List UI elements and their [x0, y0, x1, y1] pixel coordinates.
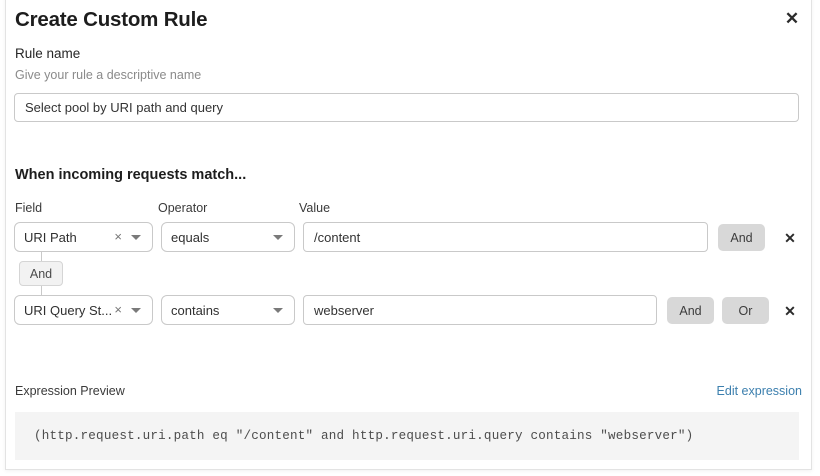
match-section-heading: When incoming requests match...: [15, 167, 247, 183]
and-button-row-2[interactable]: And: [667, 297, 714, 324]
field-select-row-2[interactable]: URI Query St... ×: [14, 295, 153, 325]
value-input-row-1[interactable]: [303, 222, 708, 252]
operator-select-row-2-label: contains: [171, 302, 220, 318]
expression-preview-box: (http.request.uri.path eq "/content" and…: [15, 412, 799, 460]
delete-row-1-icon[interactable]: ✕: [784, 230, 796, 246]
clear-icon[interactable]: ×: [114, 302, 122, 317]
and-button-row-1[interactable]: And: [718, 224, 765, 251]
expression-preview-label: Expression Preview: [15, 384, 125, 398]
or-button-row-2[interactable]: Or: [722, 297, 769, 324]
chevron-down-icon[interactable]: [270, 307, 294, 313]
field-select-row-1[interactable]: URI Path ×: [14, 222, 153, 252]
connector-and-badge[interactable]: And: [19, 261, 63, 286]
column-header-operator: Operator: [158, 201, 208, 215]
column-header-field: Field: [15, 201, 43, 215]
field-select-row-1-label: URI Path: [24, 229, 77, 245]
field-select-row-2-label: URI Query St...: [24, 302, 113, 318]
dialog-header: Create Custom Rule ✕: [6, 0, 811, 44]
clear-icon[interactable]: ×: [114, 229, 122, 244]
close-icon[interactable]: ✕: [784, 8, 800, 28]
operator-select-row-2[interactable]: contains: [161, 295, 295, 325]
delete-row-2-icon[interactable]: ✕: [784, 303, 796, 319]
create-custom-rule-dialog: Create Custom Rule ✕ Rule name Give your…: [5, 0, 812, 470]
column-header-value: Value: [299, 201, 331, 215]
chevron-down-icon[interactable]: [270, 234, 294, 240]
operator-select-row-1[interactable]: equals: [161, 222, 295, 252]
rule-name-input[interactable]: [14, 93, 799, 122]
rule-name-description: Give your rule a descriptive name: [15, 68, 202, 82]
value-input-row-2[interactable]: [303, 295, 657, 325]
chevron-down-icon[interactable]: [128, 234, 152, 240]
chevron-down-icon[interactable]: [128, 307, 152, 313]
operator-select-row-1-label: equals: [171, 229, 210, 245]
page-title: Create Custom Rule: [15, 8, 208, 31]
expression-preview-code: (http.request.uri.path eq "/content" and…: [34, 429, 694, 443]
edit-expression-link[interactable]: Edit expression: [716, 384, 802, 398]
rule-name-label: Rule name: [15, 46, 81, 61]
